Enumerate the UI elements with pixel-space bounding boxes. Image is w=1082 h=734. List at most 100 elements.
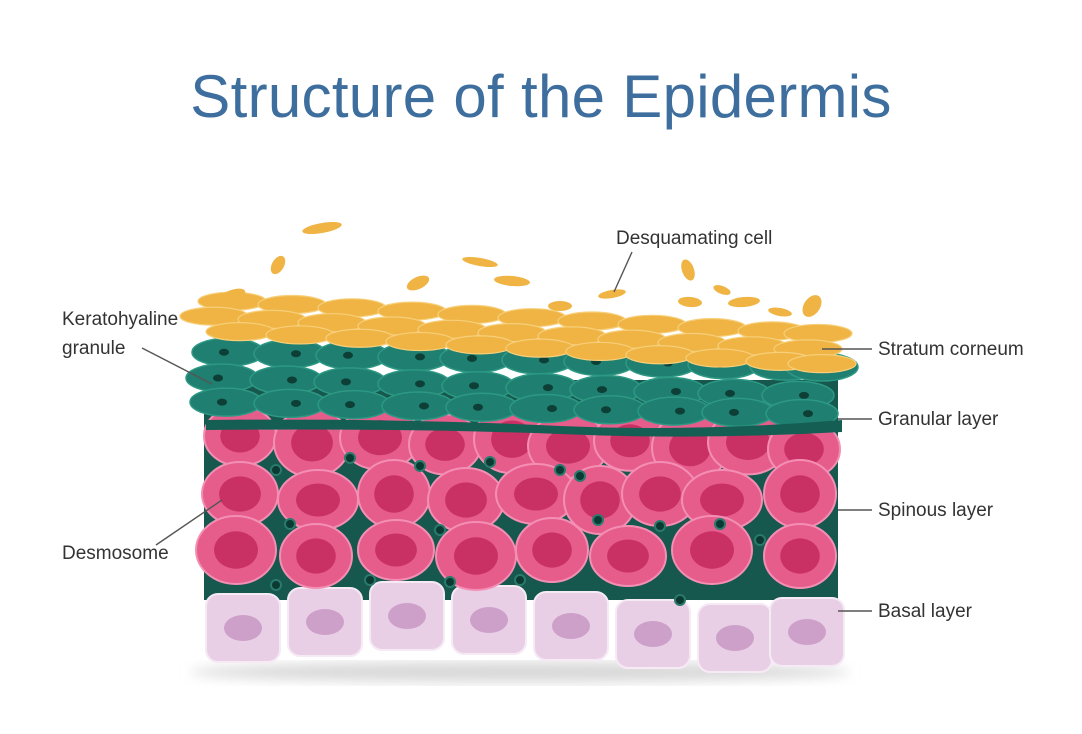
desmosomes <box>270 452 766 606</box>
desmosome-dot <box>554 464 566 476</box>
basal-nucleus <box>634 621 672 647</box>
spinous-nucleus <box>214 531 258 569</box>
desquamating-flake <box>494 275 530 287</box>
corneum-cell <box>445 335 515 355</box>
basal-nucleus <box>388 603 426 629</box>
spinous-nucleus <box>532 532 572 568</box>
spinous-nucleus <box>425 427 465 461</box>
desquamating-flake <box>218 288 246 304</box>
keratohyaline-granule <box>343 351 353 359</box>
spinous-nucleus <box>454 537 498 575</box>
leader-desmosome <box>155 499 223 546</box>
desmosome-dot <box>434 524 446 536</box>
keratohyaline-granule <box>287 376 297 384</box>
spinous-nucleus <box>296 538 336 574</box>
spinous-nucleus <box>514 477 558 511</box>
desquamating-flake <box>713 285 731 295</box>
keratohyaline-granule <box>419 402 429 410</box>
spinous-nucleus <box>291 424 333 462</box>
basal-layer <box>205 581 845 673</box>
keratohyaline-granule <box>291 399 301 407</box>
corneum-cell <box>787 354 857 374</box>
keratohyaline-granule <box>729 408 739 416</box>
corneum-cell <box>505 338 575 358</box>
desmosome-dot <box>414 460 426 472</box>
keratohyaline-granule <box>219 348 229 356</box>
desquamating-flake <box>598 289 626 299</box>
corneum-cell <box>385 331 455 352</box>
desmosome-dot <box>344 452 356 464</box>
desmosome-dot <box>674 594 686 606</box>
leader-keratohyaline <box>141 347 213 385</box>
keratohyaline-granule <box>341 378 351 386</box>
desquamating-flakes <box>218 221 822 317</box>
keratohyaline-granule <box>415 353 425 361</box>
keratohyaline-granule <box>217 398 227 406</box>
basal-nucleus <box>788 619 826 645</box>
keratohyaline-granule <box>291 350 301 358</box>
desmosome-dot <box>444 576 456 588</box>
keratohyaline-granule <box>469 382 479 390</box>
keratohyaline-granule <box>345 401 355 409</box>
diagram-title: Structure of the Epidermis <box>190 63 892 130</box>
spinous-nucleus <box>780 538 820 574</box>
keratohyaline-granule <box>473 403 483 411</box>
tissue-shadow <box>190 662 850 682</box>
corneum-cell <box>265 325 335 345</box>
spinous-nucleus <box>784 432 824 466</box>
spinous-nucleus <box>375 533 417 567</box>
desquamating-flake <box>681 259 695 281</box>
stratum-corneum-layer <box>179 291 857 374</box>
desmosome-dot <box>714 518 726 530</box>
desmosome-dot <box>270 579 282 591</box>
corneum-cell <box>205 322 275 342</box>
desmosome-dot <box>592 514 604 526</box>
granular-cell <box>509 393 583 424</box>
basal-nucleus <box>470 607 508 633</box>
label-stratum-corneum: Stratum corneum <box>878 339 1024 360</box>
keratohyaline-granule <box>799 391 809 399</box>
leader-desquamating <box>613 251 633 293</box>
desquamating-flake <box>406 275 430 291</box>
granular-cell <box>253 388 327 419</box>
keratohyaline-granule <box>547 405 557 413</box>
keratohyaline-granule <box>543 384 553 392</box>
desmosome-dot <box>754 534 766 546</box>
desquamating-flake <box>728 296 760 308</box>
spinous-nucleus <box>580 481 620 519</box>
granular-cell <box>637 396 711 426</box>
desquamating-flake <box>548 301 572 311</box>
keratohyaline-granule <box>539 356 549 364</box>
spinous-layer <box>195 404 841 591</box>
keratohyaline-granule <box>803 410 813 418</box>
desquamating-flake <box>768 307 792 317</box>
granular-base-band <box>206 419 842 437</box>
spinous-nucleus <box>639 476 681 512</box>
keratohyaline-granule <box>415 380 425 388</box>
basal-nucleus <box>716 625 754 651</box>
desquamating-flake <box>302 221 342 235</box>
keratohyaline-granule <box>671 388 681 395</box>
desmosome-dot <box>574 470 586 482</box>
basal-nucleus <box>552 613 590 639</box>
keratohyaline-granule <box>601 406 611 414</box>
desmosome-dot <box>514 574 526 586</box>
spinous-nucleus <box>780 475 820 513</box>
corneum-cell <box>565 341 635 362</box>
desquamating-flake <box>678 296 702 308</box>
desmosome-dot <box>654 520 666 532</box>
label-granular-layer: Granular layer <box>878 409 999 430</box>
desquamating-flake <box>462 256 498 268</box>
spinous-nucleus <box>669 428 711 467</box>
basal-nucleus <box>224 615 262 641</box>
keratohyaline-granule <box>467 354 477 362</box>
corneum-cell <box>625 345 695 365</box>
label-spinous-layer: Spinous layer <box>878 500 994 521</box>
granular-cell <box>381 391 455 421</box>
desquamating-flake <box>802 295 822 317</box>
label-keratohyaline-line2: granule <box>62 338 126 359</box>
desquamating-flake <box>270 255 286 275</box>
desmosome-dot <box>364 574 376 586</box>
keratohyaline-granule <box>213 374 223 382</box>
